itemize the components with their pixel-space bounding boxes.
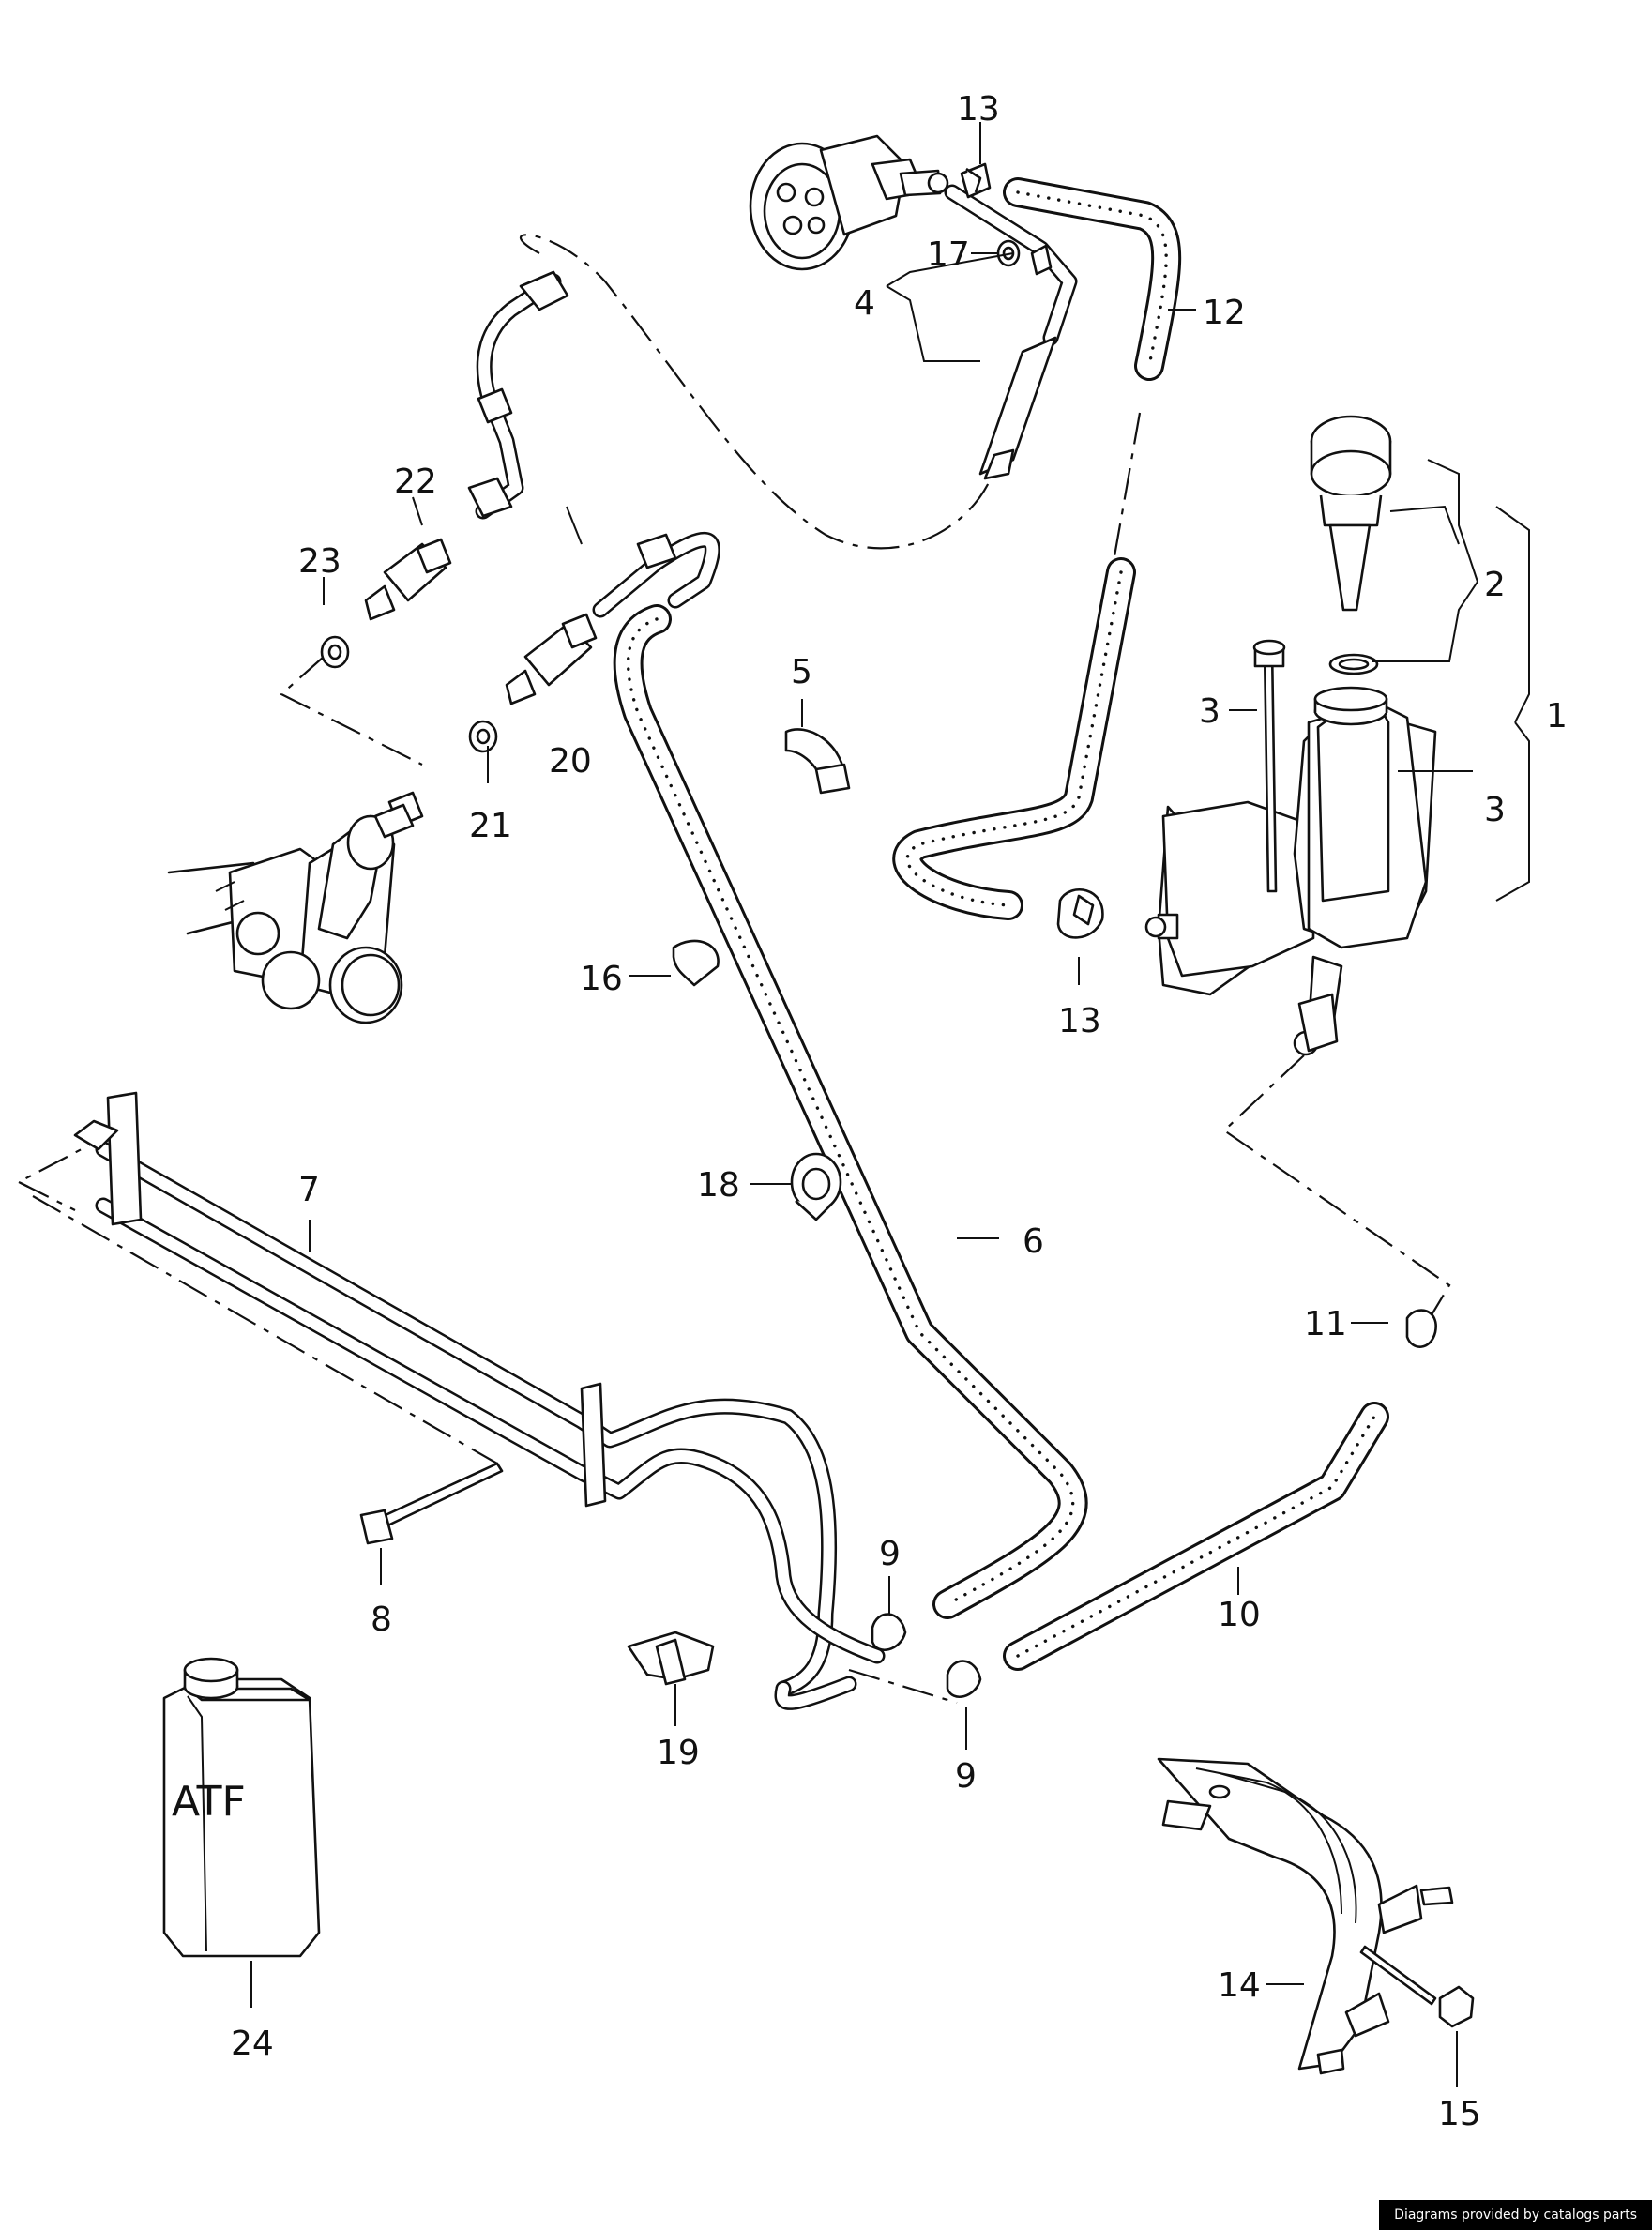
pressure-line-upper — [467, 270, 569, 520]
reservoir-bolt — [1252, 639, 1286, 893]
callout-13-bottom: 13 — [1058, 1002, 1101, 1040]
callout-1: 1 — [1546, 697, 1568, 736]
seal-washer-21 — [468, 720, 498, 753]
retaining-clip-19 — [627, 1631, 715, 1686]
hose-clamp-13-top — [960, 162, 992, 199]
callout-3-reservoir: 3 — [1484, 791, 1506, 829]
callout-18: 18 — [697, 1166, 740, 1205]
mounting-bracket-14 — [1157, 1757, 1454, 2075]
hose-clamp-11 — [1405, 1309, 1437, 1348]
callout-7: 7 — [298, 1171, 320, 1209]
callout-16: 16 — [580, 960, 623, 998]
fluid-reservoir — [1144, 686, 1437, 1056]
mounting-bolt-8 — [359, 1462, 504, 1545]
callout-9-lower: 9 — [955, 1757, 977, 1796]
hose-clamp-9-upper — [871, 1613, 907, 1651]
nut-15 — [1359, 1945, 1475, 2028]
atf-bottle-label: ATF — [172, 1778, 246, 1826]
callout-9-upper: 9 — [879, 1535, 901, 1573]
power-steering-pump — [749, 134, 949, 271]
callout-19: 19 — [657, 1734, 700, 1772]
callout-23: 23 — [298, 542, 341, 581]
steering-gear — [167, 791, 424, 1024]
callout-22: 22 — [394, 463, 437, 501]
suction-hose-12 — [892, 177, 1182, 920]
callout-3-bolt: 3 — [1199, 692, 1220, 731]
diagram-credit-banner: Diagrams provided by catalogs parts — [1379, 2200, 1652, 2230]
dashed-connector-lines — [16, 234, 1451, 1705]
hose-clamp-18 — [790, 1152, 842, 1221]
return-hose-6 — [613, 604, 1088, 1619]
callout-17: 17 — [927, 235, 970, 274]
reservoir-cap-dipstick — [1310, 415, 1392, 675]
retaining-clip-5 — [784, 728, 851, 795]
callout-14: 14 — [1218, 1966, 1261, 2005]
callout-24: 24 — [231, 2025, 274, 2063]
union-fitting-22 — [364, 538, 452, 621]
pressure-line-4 — [944, 184, 1078, 480]
union-fitting-20 — [505, 613, 598, 705]
callout-11: 11 — [1304, 1305, 1347, 1343]
callout-4: 4 — [854, 284, 875, 323]
callout-13-top: 13 — [957, 90, 1000, 129]
callout-21: 21 — [469, 807, 512, 845]
callout-10: 10 — [1218, 1596, 1261, 1634]
pressure-line-to-fitting — [592, 531, 720, 618]
hose-clamp-13-bottom — [1056, 888, 1104, 939]
seal-washer-23 — [320, 635, 350, 669]
retaining-clip-16 — [672, 939, 720, 987]
callout-15: 15 — [1438, 2095, 1481, 2133]
callout-2: 2 — [1484, 566, 1506, 604]
callout-5: 5 — [791, 653, 812, 691]
cooling-line-7 — [73, 1091, 886, 1710]
atf-fluid-bottle: ATF — [162, 1657, 321, 1958]
hose-clamp-9-lower — [946, 1660, 982, 1698]
callout-6: 6 — [1023, 1222, 1044, 1261]
callout-12: 12 — [1203, 294, 1246, 332]
callout-8: 8 — [371, 1600, 392, 1639]
leader-lines — [250, 122, 1530, 2087]
callout-20: 20 — [549, 742, 592, 781]
hose-10 — [1003, 1402, 1389, 1671]
callout-numbers: 13 17 4 12 2 1 3 3 13 5 16 18 6 7 8 9 9 … — [231, 90, 1568, 2133]
